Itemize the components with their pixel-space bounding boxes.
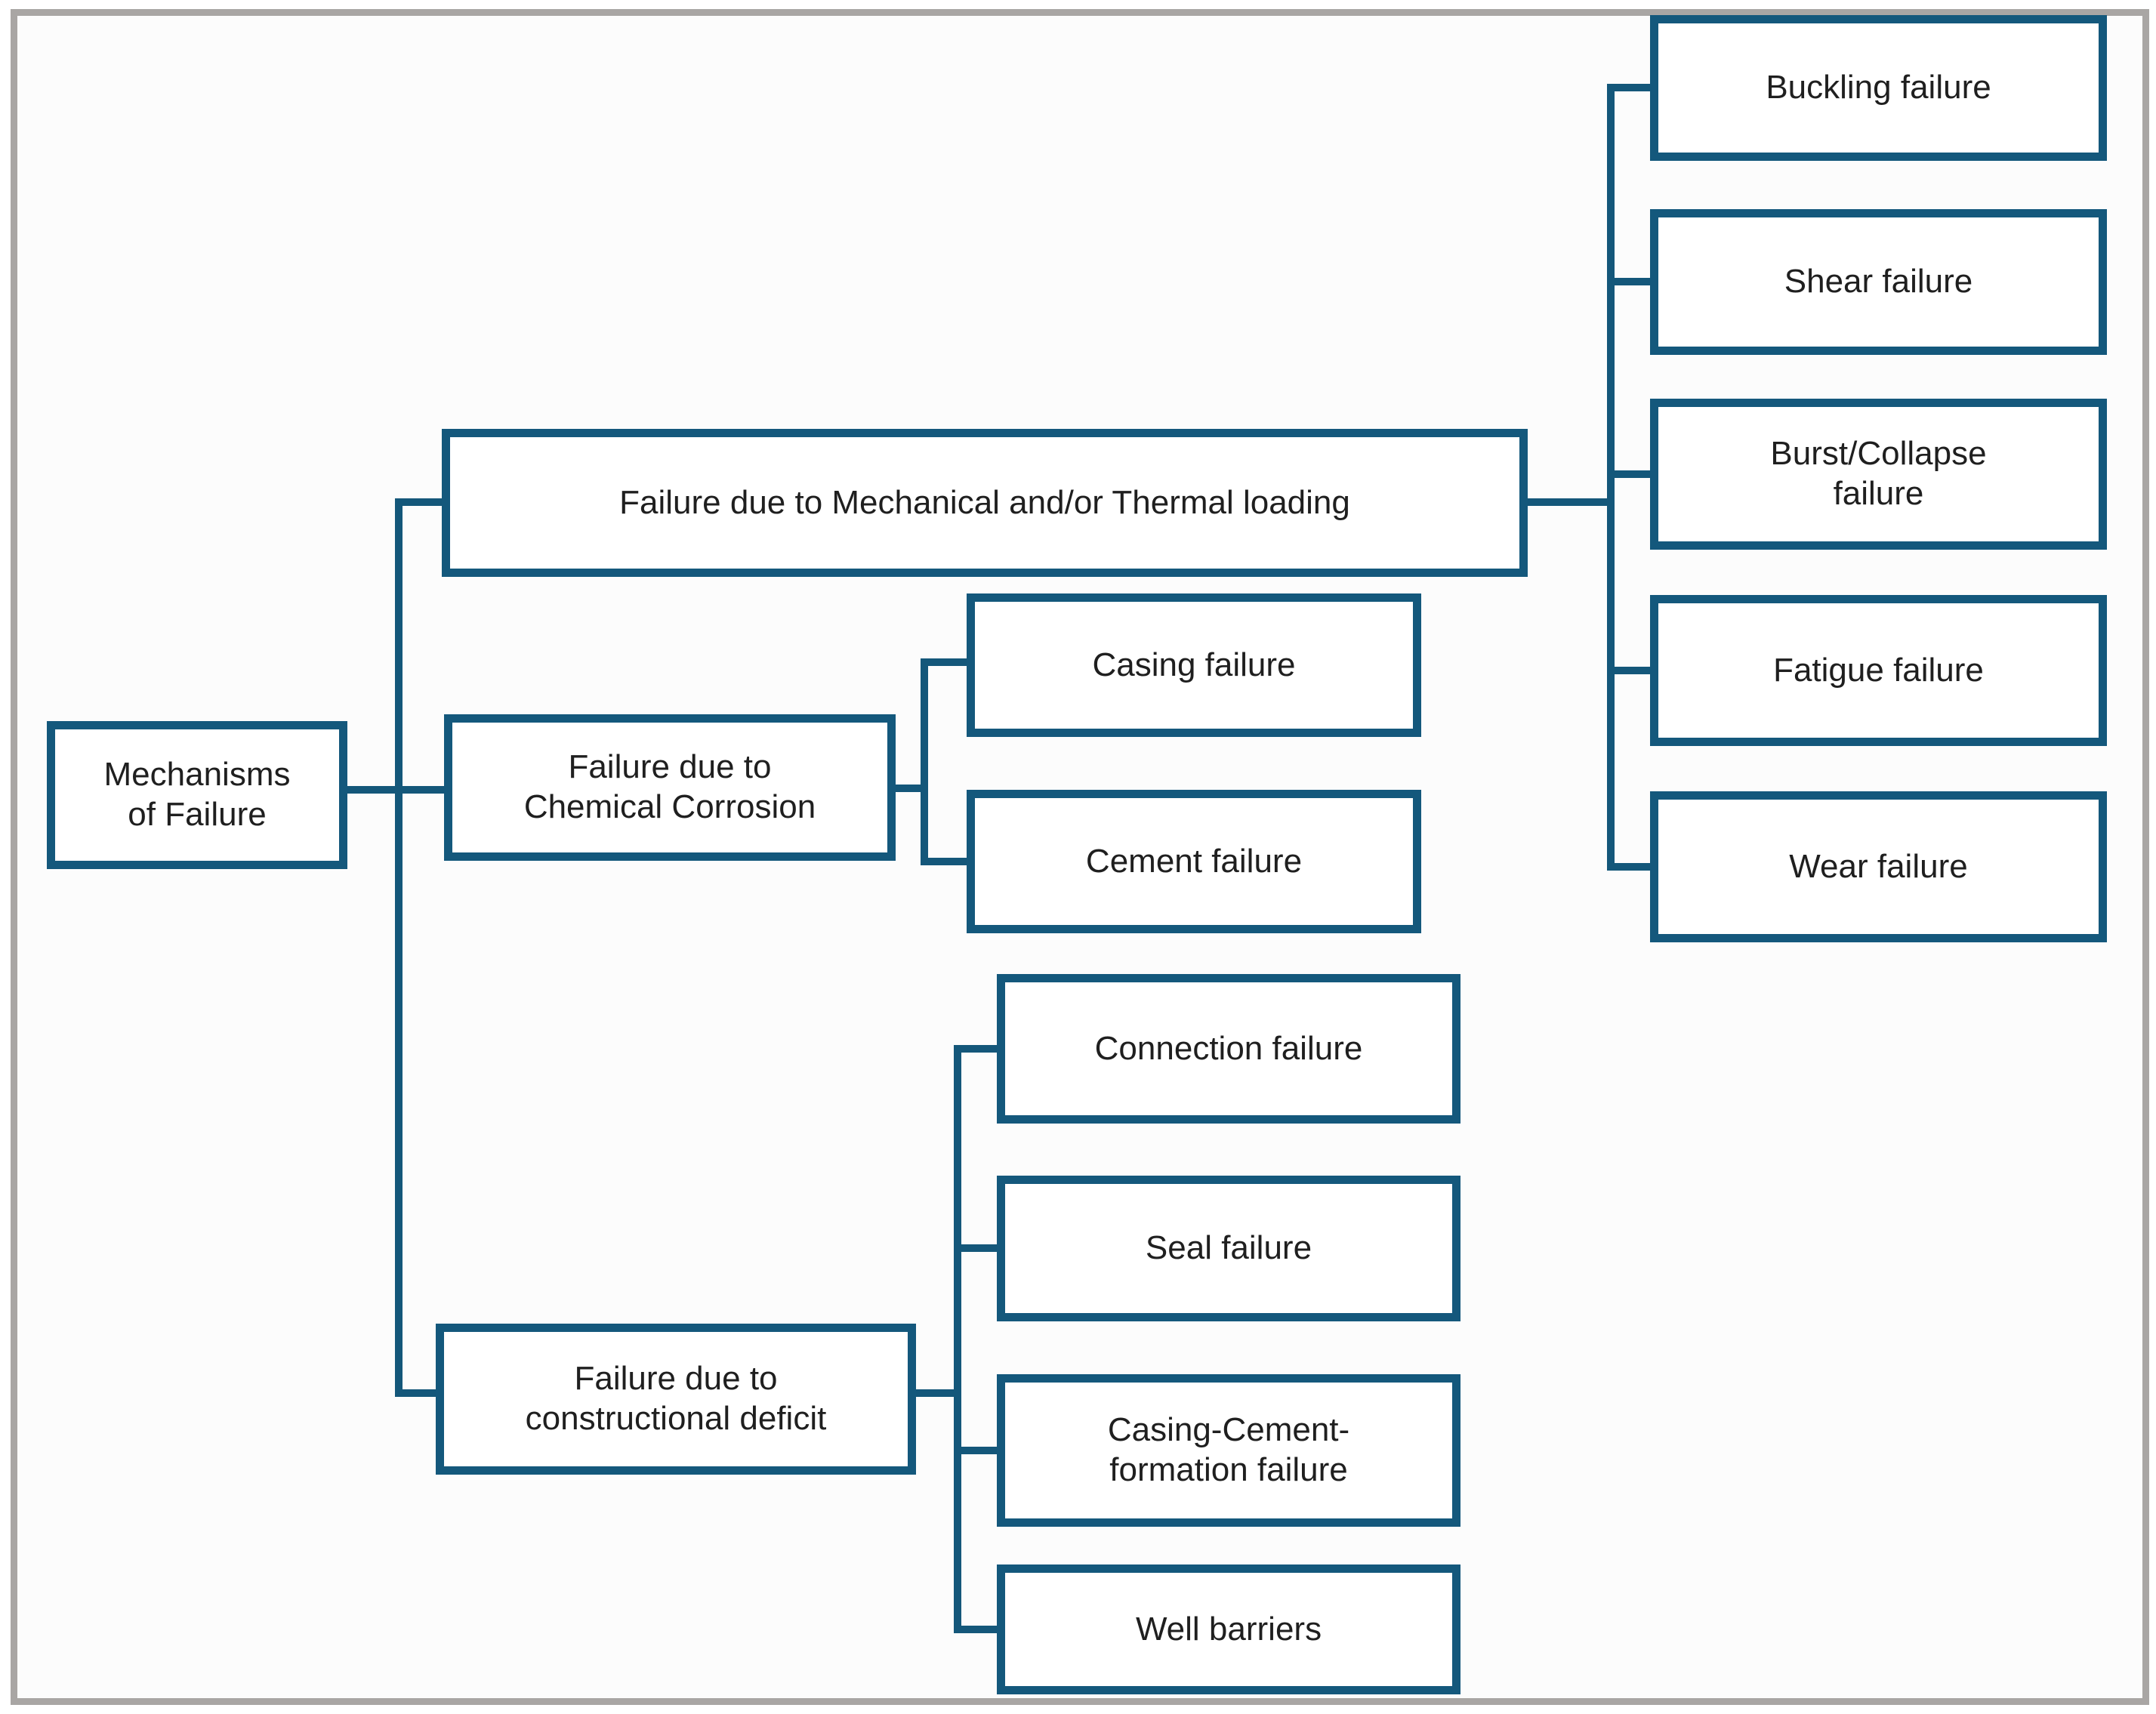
node-shear-failure: Shear failure — [1650, 209, 2107, 355]
node-casing-cement-formation-failure: Casing-Cement- formation failure — [997, 1374, 1460, 1527]
node-mechanisms-of-failure: Mechanisms of Failure — [47, 721, 347, 869]
node-connection-failure: Connection failure — [997, 974, 1460, 1124]
node-wear-failure: Wear failure — [1650, 791, 2107, 942]
node-fatigue-failure: Fatigue failure — [1650, 595, 2107, 746]
node-burst-collapse-failure: Burst/Collapse failure — [1650, 399, 2107, 550]
node-mechanical-thermal-loading: Failure due to Mechanical and/or Thermal… — [442, 429, 1528, 577]
node-cement-failure: Cement failure — [967, 790, 1421, 933]
node-seal-failure: Seal failure — [997, 1176, 1460, 1321]
node-chemical-corrosion: Failure due to Chemical Corrosion — [444, 714, 896, 861]
node-buckling-failure: Buckling failure — [1650, 15, 2107, 161]
node-constructional-deficit: Failure due to constructional deficit — [436, 1324, 916, 1475]
node-well-barriers: Well barriers — [997, 1564, 1460, 1694]
node-casing-failure: Casing failure — [967, 593, 1421, 737]
